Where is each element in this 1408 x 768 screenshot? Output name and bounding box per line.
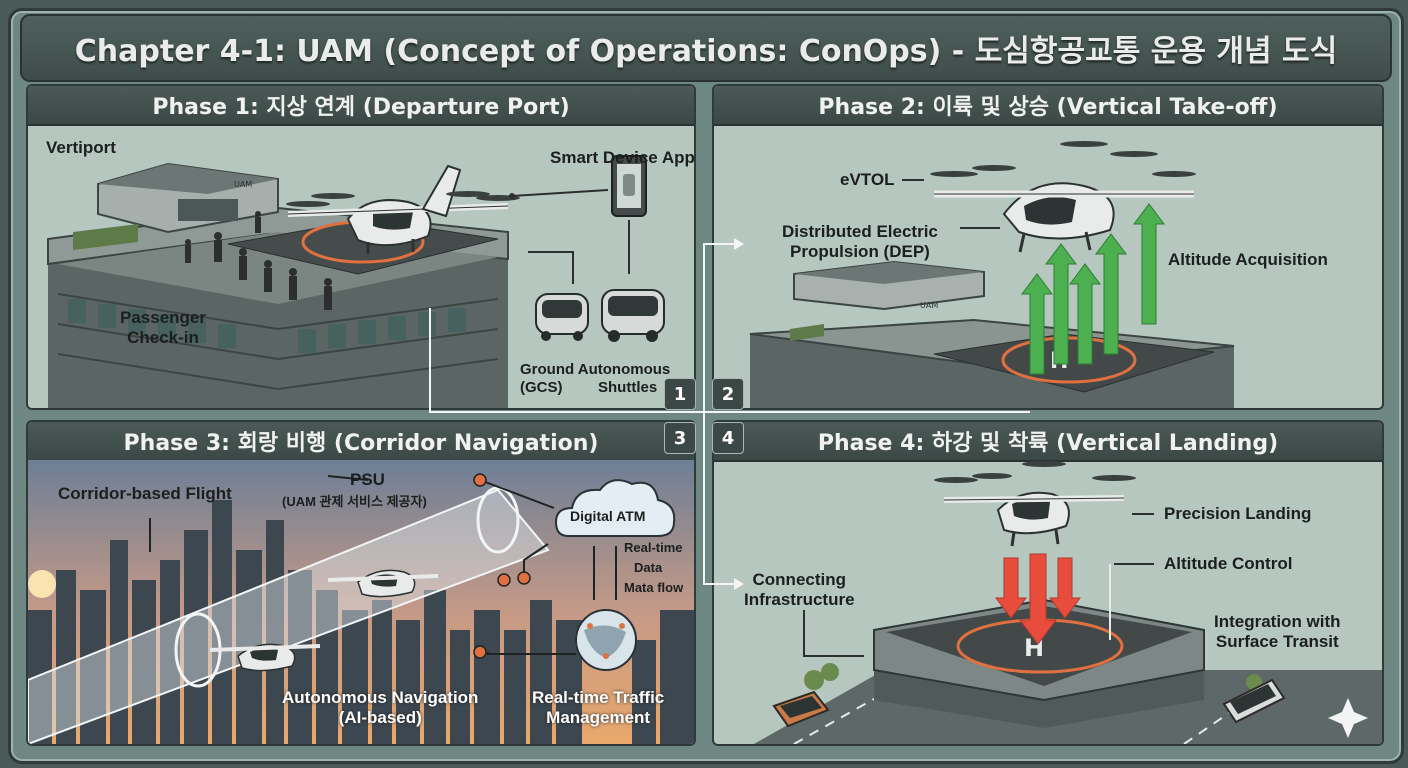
app-link-dot [509, 193, 515, 199]
flight-corridor [28, 486, 550, 744]
phase4-header: Phase 4: 하강 및 착륙 (Vertical Landing) [714, 422, 1382, 462]
realtime-line1: Real-time [624, 540, 683, 555]
terminal-sign: UAM [234, 180, 252, 189]
descent-arrows [995, 553, 1081, 645]
connecting-line2: Infrastructure [744, 590, 855, 609]
page-title: Chapter 4-1: UAM (Concept of Operations:… [20, 14, 1392, 82]
ground-label-line3: Shuttles [598, 379, 658, 396]
precision-landing-label: Precision Landing [1164, 504, 1312, 523]
phase3-panel: Phase 3: 회랑 비행 (Corridor Navigation) [26, 420, 696, 746]
traffic-management-globe [575, 609, 637, 671]
traffic-management-line1: Real-time Traffic [532, 688, 665, 707]
connecting-line1: Connecting [752, 570, 847, 589]
autonomous-shuttles [535, 289, 665, 342]
autonomous-navigation-line2: (AI-based) [338, 708, 422, 727]
smart-device-app-label: Smart Device App [550, 148, 695, 167]
phase1-scene: UAM [47, 155, 665, 408]
autonomous-navigation-label: Autonomous Navigation (AI-based) [282, 688, 478, 728]
phase1-panel: Phase 1: 지상 연계 (Departure Port) [26, 84, 696, 410]
digital-atm-label: Digital ATM [570, 508, 646, 524]
evtol-aircraft-landing [934, 461, 1136, 547]
corridor-flight-label: Corridor-based Flight [58, 484, 232, 503]
realtime-line3: Mata flow [624, 580, 684, 595]
connecting-infrastructure-label: Connecting Infrastructure [744, 570, 855, 610]
phase3-scene [28, 460, 694, 744]
digital-atm-cloud [554, 479, 676, 537]
altitude-acquisition-label: Altitude Acquisition [1168, 250, 1328, 269]
passengers [185, 211, 332, 310]
passenger-label-line2: Check-in [127, 328, 199, 347]
shuttle-link-line [528, 251, 574, 284]
step-badge-4: 4 [712, 422, 744, 454]
traffic-management-label: Real-time Traffic Management [532, 688, 664, 728]
dep-label-line2: Propulsion (DEP) [790, 242, 930, 261]
phase3-header: Phase 3: 회랑 비행 (Corridor Navigation) [28, 422, 694, 462]
step-badge-3: 3 [664, 422, 696, 454]
traffic-management-line2: Management [546, 708, 651, 727]
dep-label-line1: Distributed Electric [782, 222, 938, 241]
integration-surface-transit-label: Integration with Surface Transit [1214, 612, 1341, 652]
ground-label-line1: Ground Autonomous [520, 361, 671, 378]
building-sign: UAM [920, 301, 938, 310]
psu-sub-label: (UAM 관제 서비스 제공자) [282, 494, 427, 509]
realtime-line2: Data [634, 560, 663, 575]
evtol-aircraft-takeoff [930, 141, 1196, 253]
ascent-arrows [1021, 203, 1165, 375]
evtol-label: eVTOL [840, 170, 895, 189]
vertiport-label: Vertiport [46, 138, 116, 157]
sun [28, 570, 56, 598]
integration-line1: Integration with [1214, 612, 1341, 631]
passenger-label-line1: Passenger [120, 308, 206, 327]
step-badge-2: 2 [712, 378, 744, 410]
surface-transit-buses [772, 678, 1286, 728]
phase4-panel: Phase 4: 하강 및 착륙 (Vertical Landing) H [712, 420, 1384, 746]
phase1-header: Phase 1: 지상 연계 (Departure Port) [28, 86, 694, 126]
trees [804, 663, 1262, 690]
landing-building: H [873, 598, 1205, 728]
psu-label: PSU [350, 470, 385, 489]
corridor-aircraft [209, 569, 439, 672]
takeoff-building: H [749, 260, 1235, 408]
evtol-aircraft [286, 164, 520, 254]
phase2-header: Phase 2: 이륙 및 상승 (Vertical Take-off) [714, 86, 1382, 126]
ground-label-line2: (GCS) [520, 379, 563, 396]
step-badge-1: 1 [664, 378, 696, 410]
link-nodes [473, 473, 531, 659]
data-links [149, 475, 617, 655]
realtime-label: Real-time Data Mata flow [624, 538, 683, 598]
phase2-panel: Phase 2: 이륙 및 상승 (Vertical Take-off) H [712, 84, 1384, 410]
autonomous-navigation-line1: Autonomous Navigation [282, 688, 479, 707]
app-link-line [511, 189, 609, 197]
dep-label: Distributed Electric Propulsion (DEP) [782, 222, 938, 262]
integration-line2: Surface Transit [1215, 632, 1339, 651]
smart-device-app [611, 155, 647, 217]
connecting-pointer [803, 610, 864, 657]
altitude-control-label: Altitude Control [1164, 554, 1293, 573]
phase4-scene: H [754, 461, 1382, 744]
passenger-checkin-label: Passenger Check-in [120, 308, 206, 348]
sparkle-icon [1328, 698, 1368, 738]
